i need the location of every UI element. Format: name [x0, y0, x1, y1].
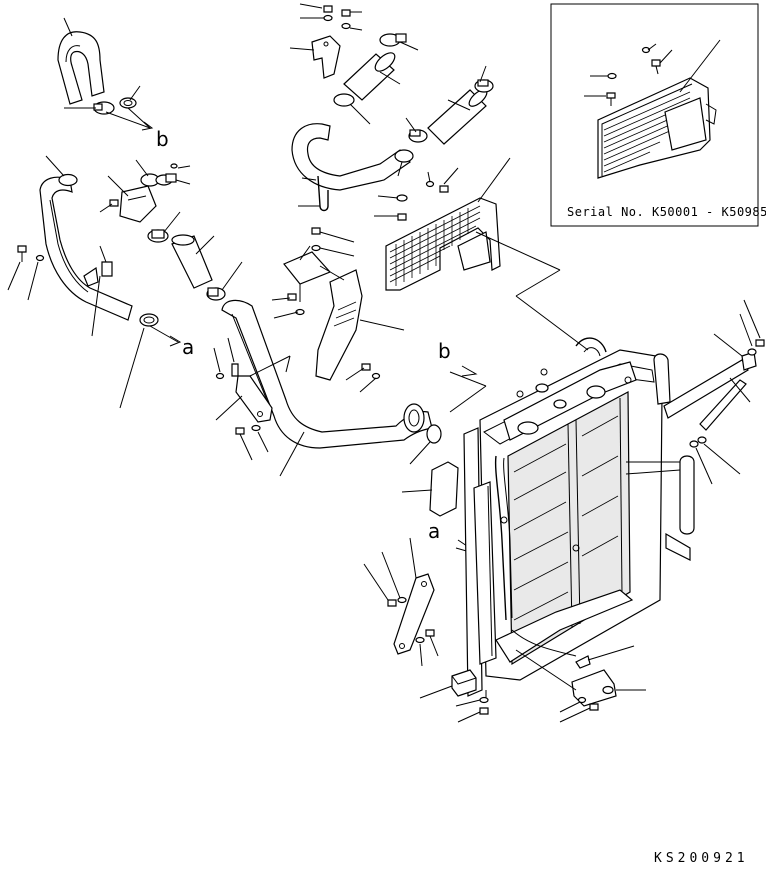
small-washer-1 — [35, 254, 45, 262]
callout-letter-a-left: a — [182, 335, 194, 359]
small-hook-pipe — [317, 175, 329, 212]
bottom-leaders — [419, 685, 487, 723]
short-hose — [171, 234, 213, 289]
left-hose-leaders — [7, 155, 182, 409]
inset-bolt-1 — [651, 59, 661, 75]
upper-center-leaders — [289, 3, 487, 207]
upper-left-hose — [57, 31, 105, 105]
fan-guard-bracket — [315, 269, 363, 381]
left-radiator-hose — [39, 176, 133, 321]
top-bolts — [323, 5, 351, 30]
small-clip-1 — [231, 363, 239, 377]
upper-hose-straight — [343, 52, 396, 101]
lower-left-leaders — [363, 537, 439, 667]
right-stay-rod — [663, 351, 757, 431]
hose-clamp-7 — [206, 287, 226, 301]
shroud-bolts — [396, 180, 449, 221]
left-bracket-leaders — [213, 337, 291, 461]
hose-clamp-10 — [474, 79, 494, 93]
lower-bolts — [387, 596, 435, 644]
callout-letter-b-upper: b — [156, 127, 169, 151]
thermostat-housing — [119, 185, 157, 223]
serial-number-text: Serial No. K50001 - K50985 — [567, 205, 766, 219]
lower-long-hose — [221, 299, 433, 449]
bottom-right-leaders — [515, 645, 646, 723]
right-stay-bolts — [689, 339, 765, 448]
center-left-leaders — [99, 159, 243, 291]
upper-mount-bracket — [311, 35, 341, 79]
frame-leaders — [401, 489, 433, 493]
side-cover-panel — [429, 461, 459, 517]
lower-hose-leaders — [279, 431, 431, 477]
right-upper-hose — [427, 89, 488, 145]
hose-clamp-5 — [155, 173, 177, 186]
small-washer-3 — [215, 372, 225, 380]
hose-clamp-9 — [333, 93, 355, 107]
shroud-leaders — [374, 157, 511, 217]
small-washer-2 — [251, 424, 261, 432]
fan-shroud-upper — [385, 197, 501, 291]
hose-clamp-11 — [408, 129, 428, 143]
hose-clamp-3 — [58, 173, 78, 187]
right-stay-leaders — [695, 299, 761, 485]
hose-clamp-6 — [147, 229, 169, 243]
serial-inset-box: Serial No. K50001 - K50985 — [550, 3, 766, 227]
upper-left-leaders — [63, 17, 154, 131]
inset-washer-1 — [641, 46, 651, 54]
drawing-code: KS200921 — [654, 851, 749, 866]
callout-letter-b-center: b — [438, 339, 451, 363]
small-bolt-1 — [17, 245, 27, 262]
bottom-bolts — [479, 696, 489, 715]
small-nut-1 — [170, 163, 178, 169]
rubber-mount-block — [451, 669, 477, 697]
callout-letter-a-center: a — [428, 519, 440, 543]
hose-clamp-1 — [93, 101, 115, 115]
hose-bracket-1 — [101, 261, 113, 277]
hose-clamp-2 — [119, 97, 137, 109]
upper-curved-pipe — [291, 123, 414, 191]
hose-clamp-8 — [379, 33, 407, 47]
inset-fan-shroud — [597, 77, 717, 179]
inset-bolt-2 — [606, 92, 616, 106]
hose-gasket — [426, 424, 442, 444]
center-bracket-leaders — [271, 231, 405, 393]
radiator-frame — [463, 337, 695, 697]
inset-washer-2 — [607, 72, 617, 80]
hose-clamp-4 — [139, 313, 159, 327]
side-post-guard — [473, 481, 497, 665]
inset-leaders — [584, 39, 721, 97]
small-bolt-3 — [235, 427, 245, 435]
lower-stay-plate — [393, 573, 435, 655]
